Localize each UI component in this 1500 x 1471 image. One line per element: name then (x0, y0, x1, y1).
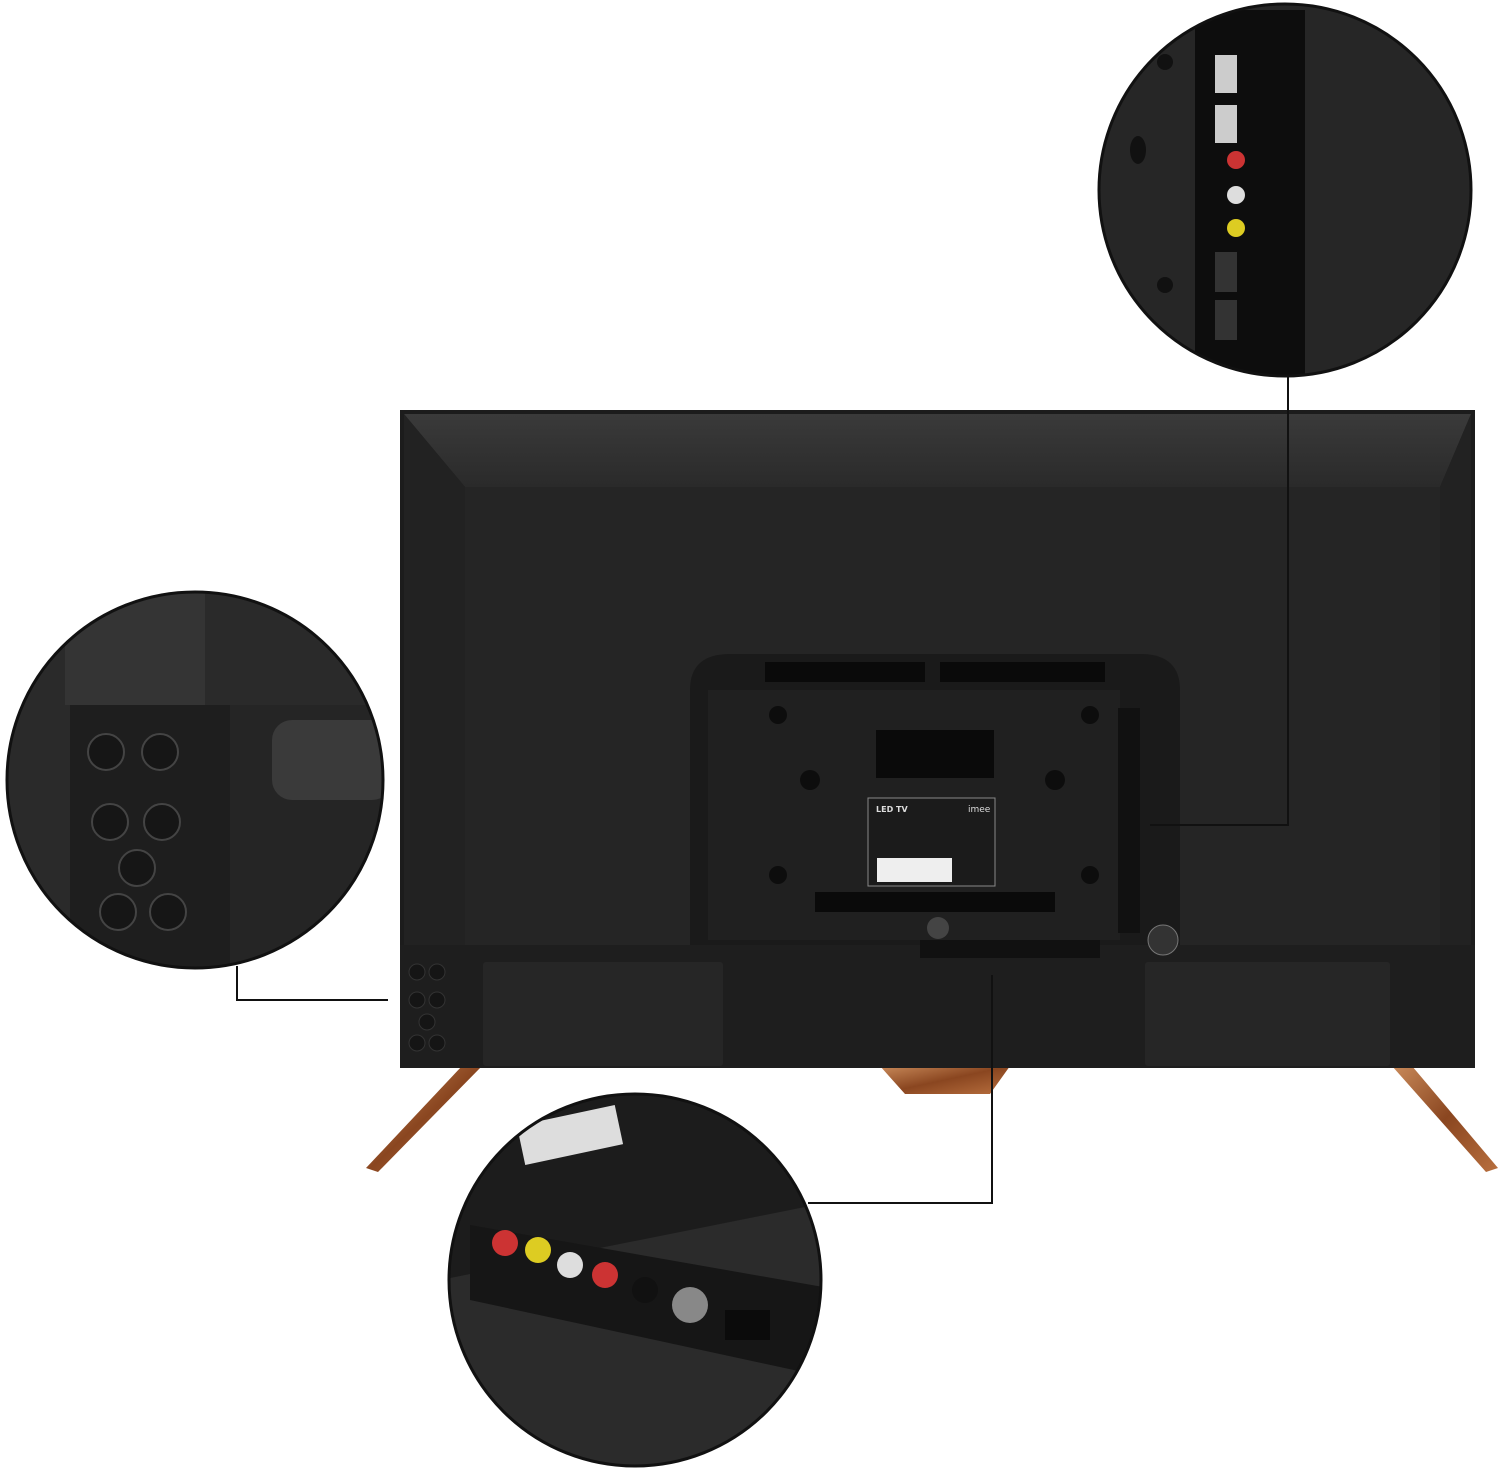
center-stand-base (880, 1066, 1010, 1094)
left-leg (366, 1066, 482, 1172)
zoom-bottom-ports (447, 1092, 823, 1468)
rear-panel (690, 654, 1180, 958)
zoom-control-buttons (5, 590, 385, 970)
callout-lines (236, 375, 1289, 1204)
right-speaker (1145, 962, 1390, 1066)
product-label: LED TV imee (867, 797, 996, 887)
label-title: LED TV (876, 805, 908, 814)
zoom-side-ports (1097, 2, 1473, 378)
left-speaker (483, 962, 723, 1066)
brand-logo: imee (968, 805, 991, 815)
side-buttons (408, 963, 446, 1052)
right-leg (1392, 1066, 1498, 1172)
